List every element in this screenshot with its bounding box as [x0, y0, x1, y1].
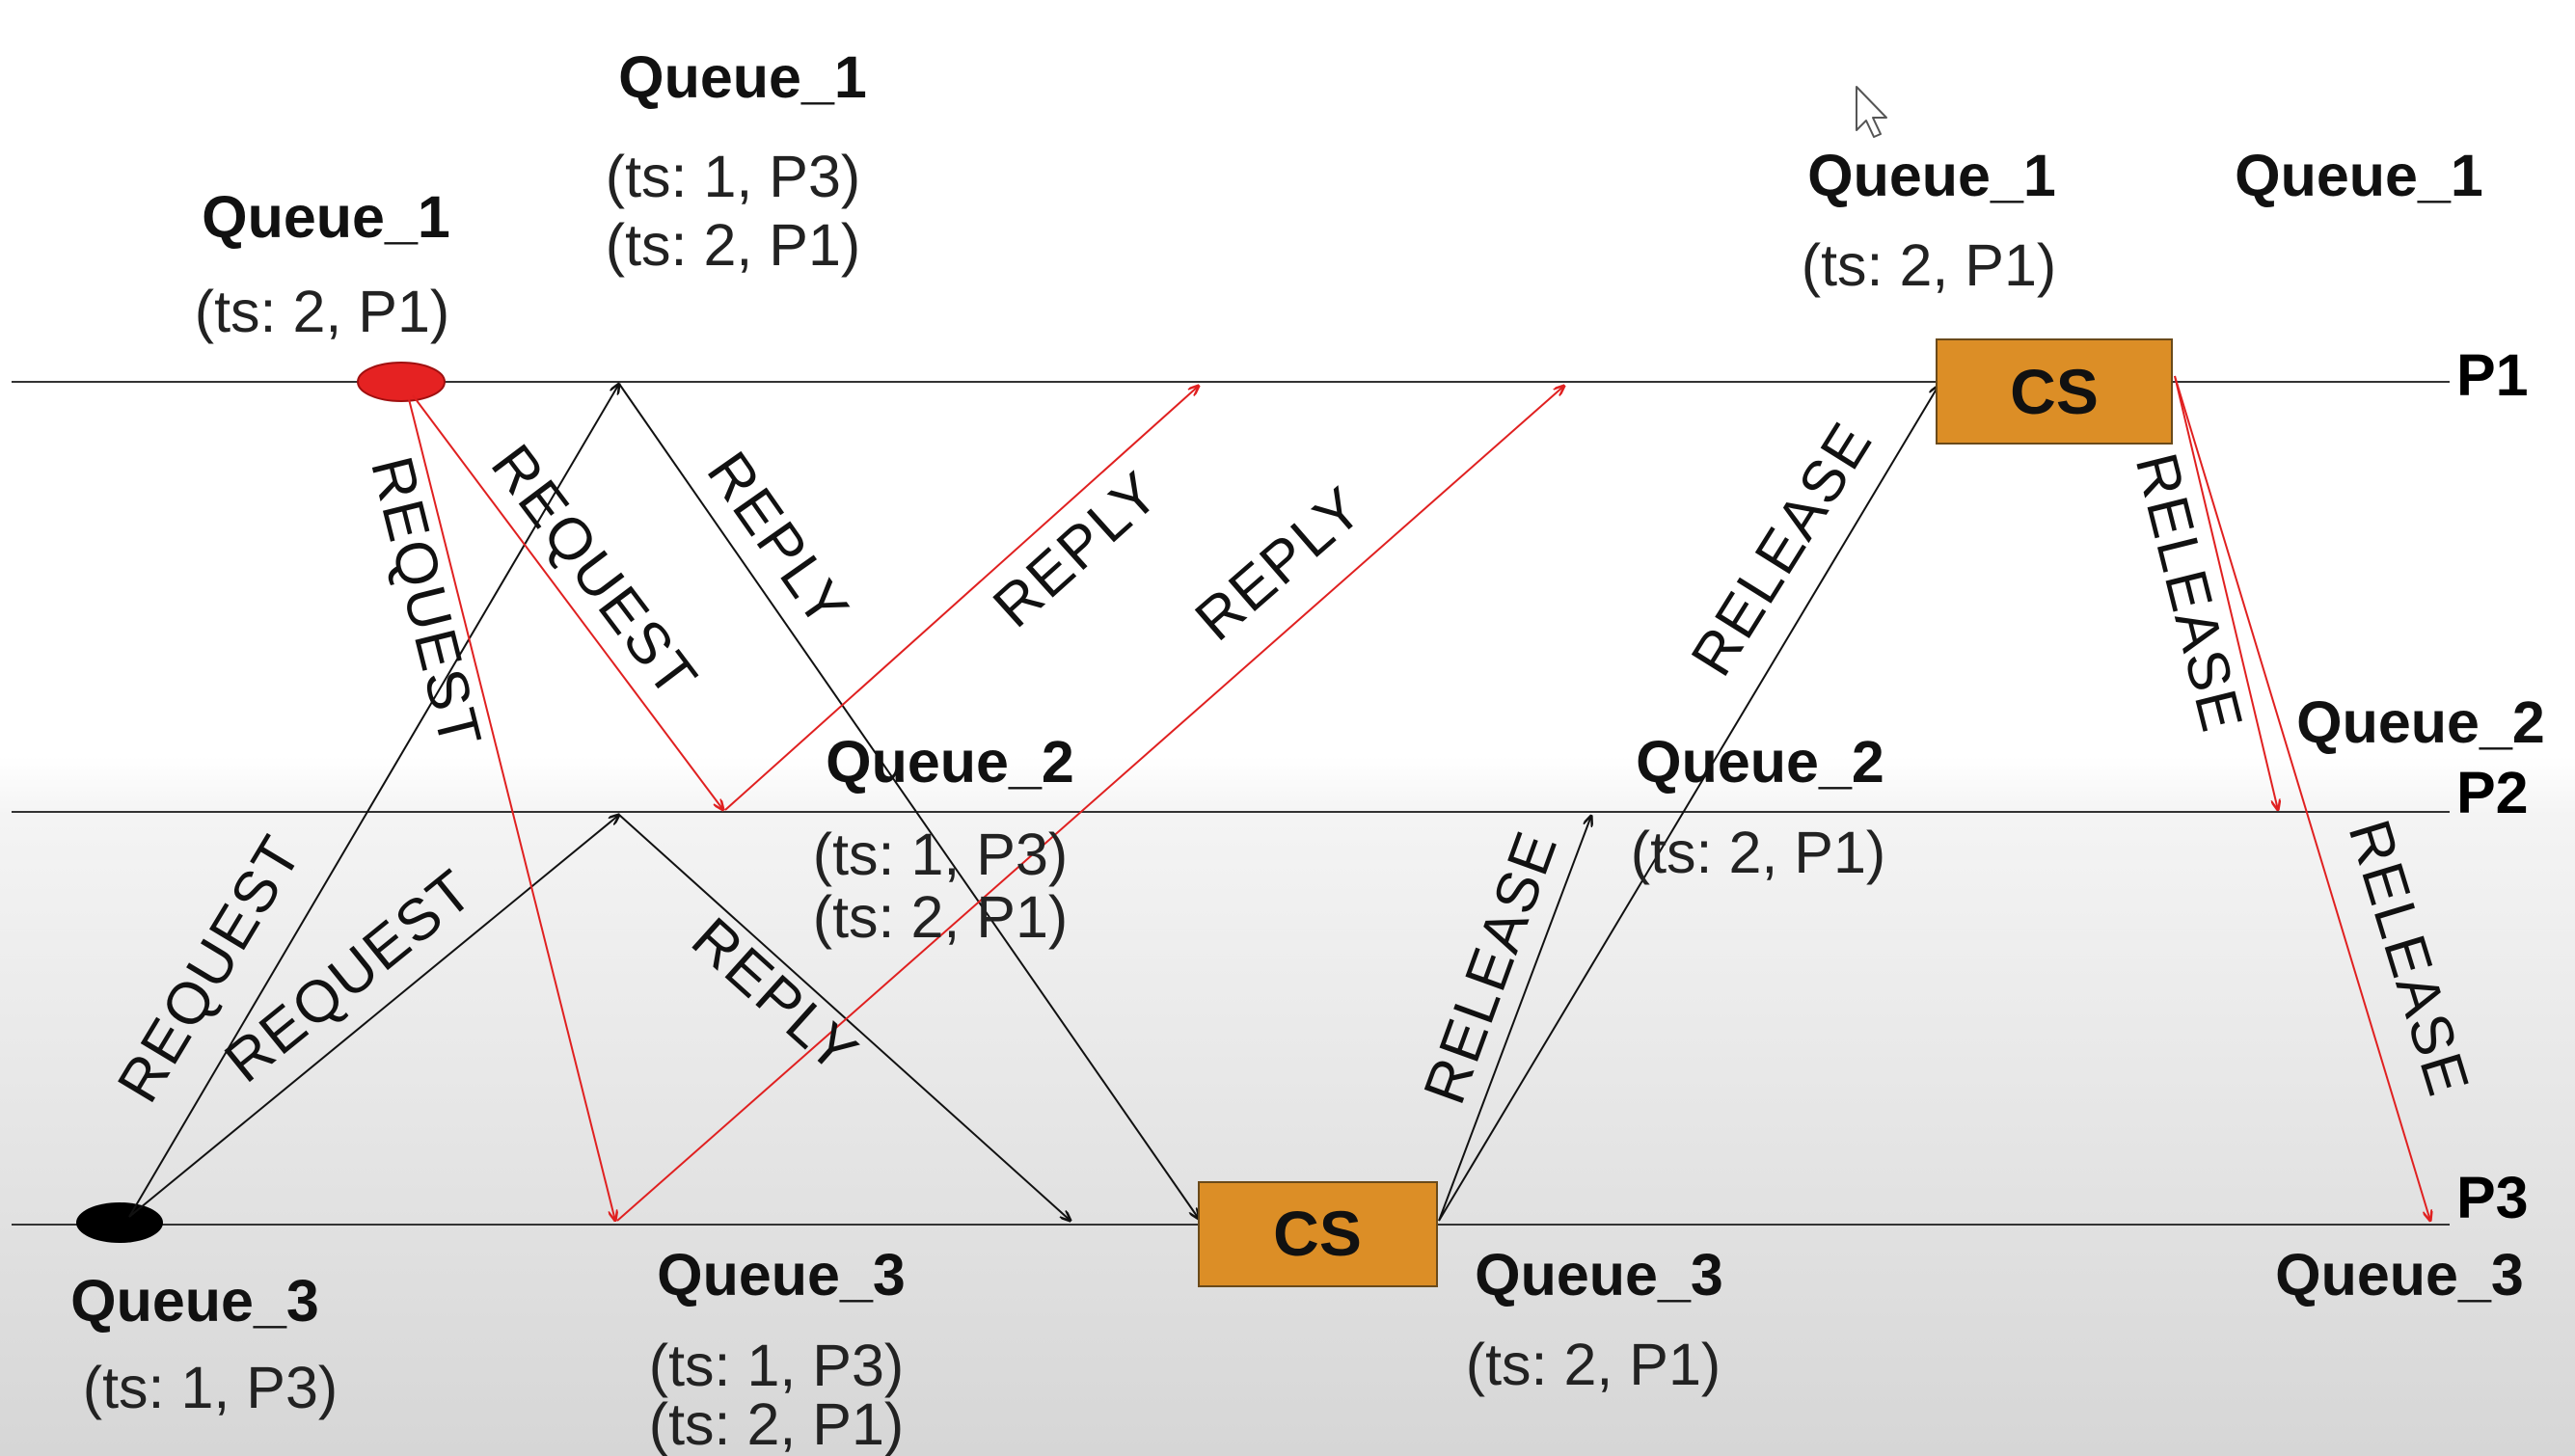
queue-entry: (ts: 1, P3) — [649, 1333, 904, 1398]
reply-arrow-p2-to-p3 — [618, 814, 1071, 1221]
queue-title: Queue_1 — [1807, 143, 2056, 208]
queue-title: Queue_1 — [618, 44, 867, 110]
process-label-p3: P3 — [2456, 1165, 2529, 1230]
request-arrow-p1-to-p3 — [408, 398, 615, 1221]
queue-entry: (ts: 2, P1) — [606, 212, 860, 278]
queue-title: Queue_2 — [826, 729, 1074, 795]
critical-section-p1-label: CS — [2010, 356, 2099, 427]
queue-title: Queue_3 — [657, 1242, 906, 1308]
queue-entry: (ts: 2, P1) — [1631, 820, 1885, 885]
queue-entry: (ts: 2, P1) — [1466, 1332, 1721, 1397]
release-arrow-p3-to-p2 — [1438, 816, 1591, 1222]
queue-title: Queue_3 — [2275, 1242, 2524, 1308]
queue-entry: (ts: 2, P1) — [813, 884, 1068, 950]
queue-entry: (ts: 1, P3) — [813, 822, 1068, 887]
reply-arrow-p2-to-p1 — [724, 386, 1199, 811]
request-event-p3 — [76, 1202, 163, 1243]
queue-title: Queue_2 — [1636, 729, 1884, 795]
queue-entry: (ts: 2, P1) — [195, 279, 449, 344]
request-arrow-p3-to-p2 — [128, 815, 619, 1218]
request-event-p1 — [357, 362, 446, 402]
critical-section-p3: CS — [1198, 1181, 1438, 1287]
request-arrow-p1-to-p2 — [412, 394, 723, 810]
critical-section-p3-label: CS — [1273, 1198, 1362, 1269]
release-arrow-p3-to-p1 — [1438, 386, 1938, 1222]
queue-title: Queue_3 — [70, 1268, 319, 1334]
release-arrow-p1-to-p3 — [2174, 375, 2430, 1221]
process-label-p2: P2 — [2456, 760, 2529, 825]
queue-title: Queue_3 — [1475, 1242, 1723, 1308]
critical-section-p1: CS — [1936, 338, 2173, 445]
queue-entry: (ts: 2, P1) — [1802, 232, 2056, 298]
request-arrow-p3-to-p1 — [128, 384, 619, 1218]
queue-title: Queue_2 — [2296, 689, 2545, 755]
queue-entry: (ts: 2, P1) — [649, 1391, 904, 1456]
queue-entry: (ts: 1, P3) — [606, 144, 860, 209]
reply-arrow-p1-to-p3 — [618, 383, 1199, 1219]
cursor-pointer-icon — [1856, 86, 1887, 138]
queue-title: Queue_1 — [2235, 143, 2483, 208]
release-arrow-p1-to-p2 — [2174, 375, 2278, 810]
queue-entry: (ts: 1, P3) — [83, 1355, 338, 1420]
process-label-p1: P1 — [2456, 342, 2529, 408]
reply-arrow-p3-to-p1 — [616, 386, 1564, 1222]
queue-title: Queue_1 — [202, 184, 450, 250]
